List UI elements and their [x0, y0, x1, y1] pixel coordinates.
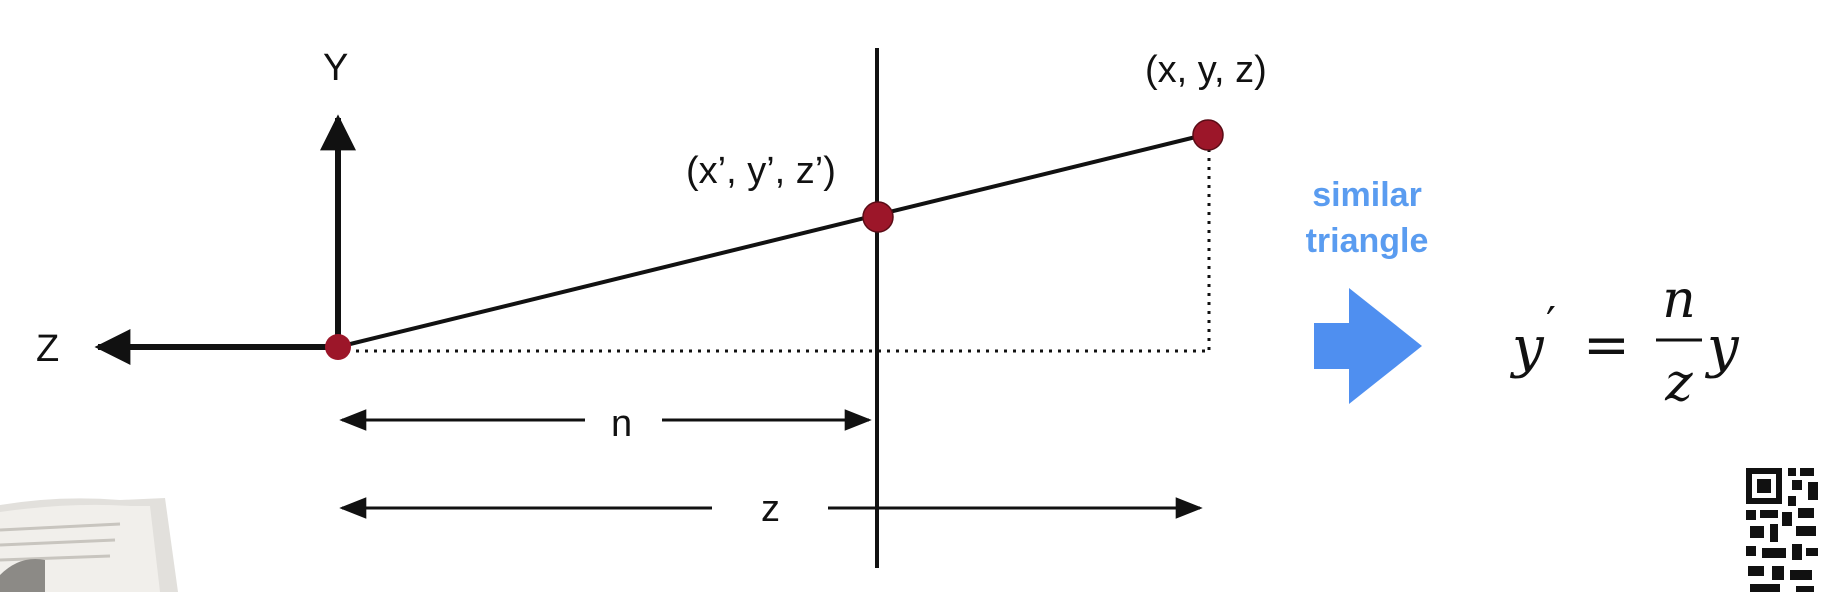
origin-point — [325, 334, 351, 360]
z-distance-label: z — [761, 488, 780, 530]
triangle-label: triangle — [1306, 222, 1429, 260]
near-point-label: (x’, y’, z’) — [686, 150, 836, 192]
near-point — [862, 201, 894, 233]
similar-label: similar — [1312, 176, 1422, 214]
equation-lhs: y — [1509, 315, 1545, 380]
qr-code-icon — [1746, 468, 1818, 592]
z-axis-label: Z — [36, 328, 59, 370]
projection-equation: y ′ = n z y — [1509, 270, 1740, 413]
equation-denominator: z — [1664, 353, 1693, 413]
corner-photo — [0, 498, 178, 592]
far-point — [1192, 119, 1224, 151]
equation-prime: ′ — [1546, 298, 1556, 349]
far-point-label: (x, y, z) — [1145, 49, 1267, 91]
n-distance-label: n — [611, 403, 632, 445]
right-arrow-icon — [1314, 288, 1422, 404]
projection-ray — [337, 132, 1209, 349]
equation-rhs: y — [1704, 315, 1740, 380]
equation-numerator: n — [1662, 270, 1696, 330]
y-axis-label: Y — [323, 47, 348, 89]
equation-equals: = — [1583, 313, 1630, 378]
